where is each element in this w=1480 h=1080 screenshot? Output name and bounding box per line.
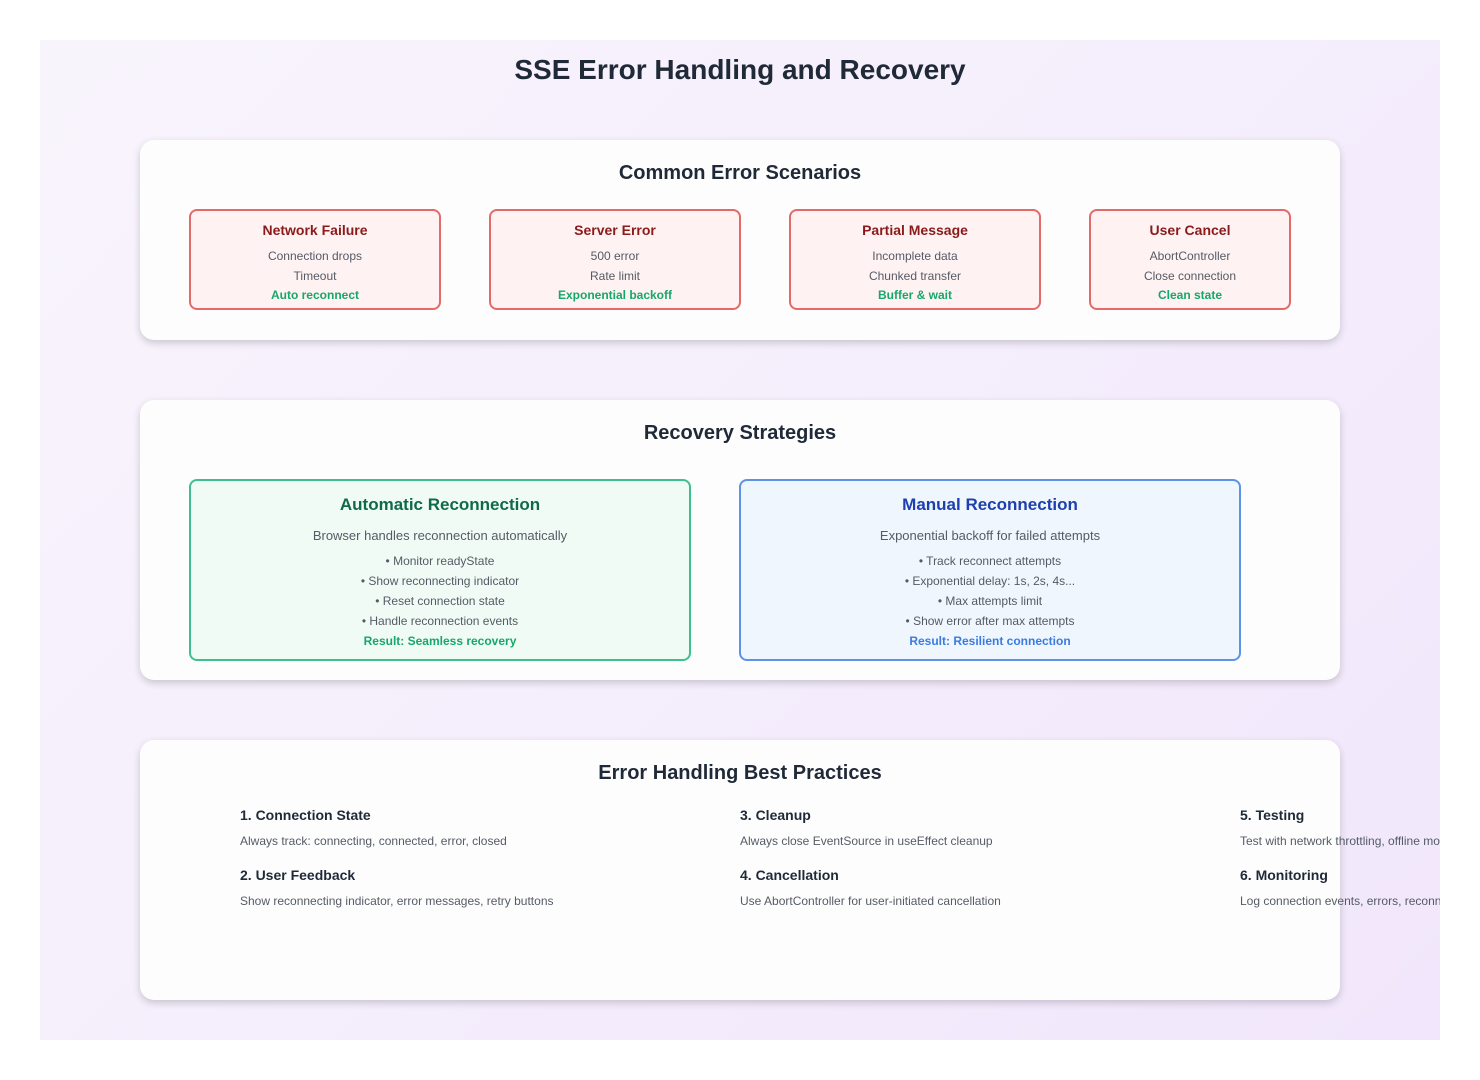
- practice-desc: Use AbortController for user-initiated c…: [740, 894, 1001, 908]
- panel-title: Recovery Strategies: [643, 422, 837, 444]
- strategy-title: Manual Reconnection: [902, 495, 1078, 514]
- scenario-detail: Chunked transfer: [868, 269, 962, 283]
- scenario-detail: Close connection: [1143, 269, 1237, 283]
- scenario-title: Network Failure: [262, 222, 368, 238]
- scenario-resolution: Buffer & wait: [877, 288, 952, 302]
- practice-desc: Always close EventSource in useEffect cl…: [740, 834, 993, 848]
- scenario-title: Server Error: [574, 222, 656, 238]
- scenario-detail: 500 error: [590, 249, 640, 263]
- error-scenarios-panel: Common Error Scenarios Network Failure C…: [140, 140, 1340, 340]
- strategy-subtitle: Browser handles reconnection automatical…: [312, 528, 568, 543]
- strategy-subtitle: Exponential backoff for failed attempts: [879, 528, 1101, 543]
- scenario-resolution: Auto reconnect: [270, 288, 359, 302]
- strategy-result: Result: Seamless recovery: [363, 634, 517, 648]
- scenario-detail: Timeout: [293, 269, 337, 283]
- scenario-resolution: Exponential backoff: [557, 288, 673, 302]
- panel-title: Common Error Scenarios: [618, 162, 862, 184]
- practice-desc: Log connection events, errors, reconnect…: [1240, 894, 1440, 908]
- practice-title: 4. Cancellation: [740, 867, 839, 883]
- strategy-step: • Handle reconnection events: [361, 614, 519, 628]
- strategy-result: Result: Resilient connection: [909, 634, 1071, 648]
- strategy-card-automatic: Automatic Reconnection Browser handles r…: [189, 479, 691, 661]
- strategy-step: • Show reconnecting indicator: [360, 574, 520, 588]
- scenario-card-server-error: Server Error 500 error Rate limit Expone…: [489, 209, 741, 310]
- scenario-title: Partial Message: [862, 222, 968, 238]
- practice-title: 6. Monitoring: [1240, 867, 1328, 883]
- page-title: SSE Error Handling and Recovery: [514, 54, 966, 85]
- practice-desc: Always track: connecting, connected, err…: [240, 834, 507, 848]
- strategy-step: • Monitor readyState: [385, 554, 495, 568]
- practice-desc: Show reconnecting indicator, error messa…: [240, 894, 554, 908]
- scenario-title: User Cancel: [1149, 222, 1231, 238]
- practice-title: 1. Connection State: [240, 807, 371, 823]
- scenario-card-user-cancel: User Cancel AbortController Close connec…: [1089, 209, 1291, 310]
- practice-title: 5. Testing: [1240, 807, 1305, 823]
- practice-desc: Test with network throttling, offline mo…: [1240, 834, 1440, 848]
- strategy-title: Automatic Reconnection: [339, 495, 541, 514]
- scenario-detail: Rate limit: [589, 269, 640, 283]
- strategy-step: • Max attempts limit: [937, 594, 1043, 608]
- scenario-card-network-failure: Network Failure Connection drops Timeout…: [189, 209, 441, 310]
- scenario-detail: Connection drops: [267, 249, 363, 263]
- panel-title: Error Handling Best Practices: [598, 762, 882, 784]
- strategy-step: • Reset connection state: [375, 594, 505, 608]
- practice-title: 3. Cleanup: [740, 807, 811, 823]
- scenario-card-partial-message: Partial Message Incomplete data Chunked …: [789, 209, 1041, 310]
- strategy-card-manual: Manual Reconnection Exponential backoff …: [739, 479, 1241, 661]
- scenario-detail: Incomplete data: [872, 249, 958, 263]
- scenario-detail: AbortController: [1149, 249, 1231, 263]
- practice-title: 2. User Feedback: [240, 867, 356, 883]
- recovery-strategies-panel: Recovery Strategies Automatic Reconnecti…: [140, 400, 1340, 680]
- strategy-step: • Exponential delay: 1s, 2s, 4s...: [904, 574, 1076, 588]
- strategy-step: • Show error after max attempts: [905, 614, 1075, 628]
- diagram-canvas: SSE Error Handling and Recovery Common E…: [40, 40, 1440, 1040]
- best-practices-panel: Error Handling Best Practices 1. Connect…: [140, 740, 1440, 1000]
- scenario-resolution: Clean state: [1157, 288, 1223, 302]
- strategy-step: • Track reconnect attempts: [918, 554, 1062, 568]
